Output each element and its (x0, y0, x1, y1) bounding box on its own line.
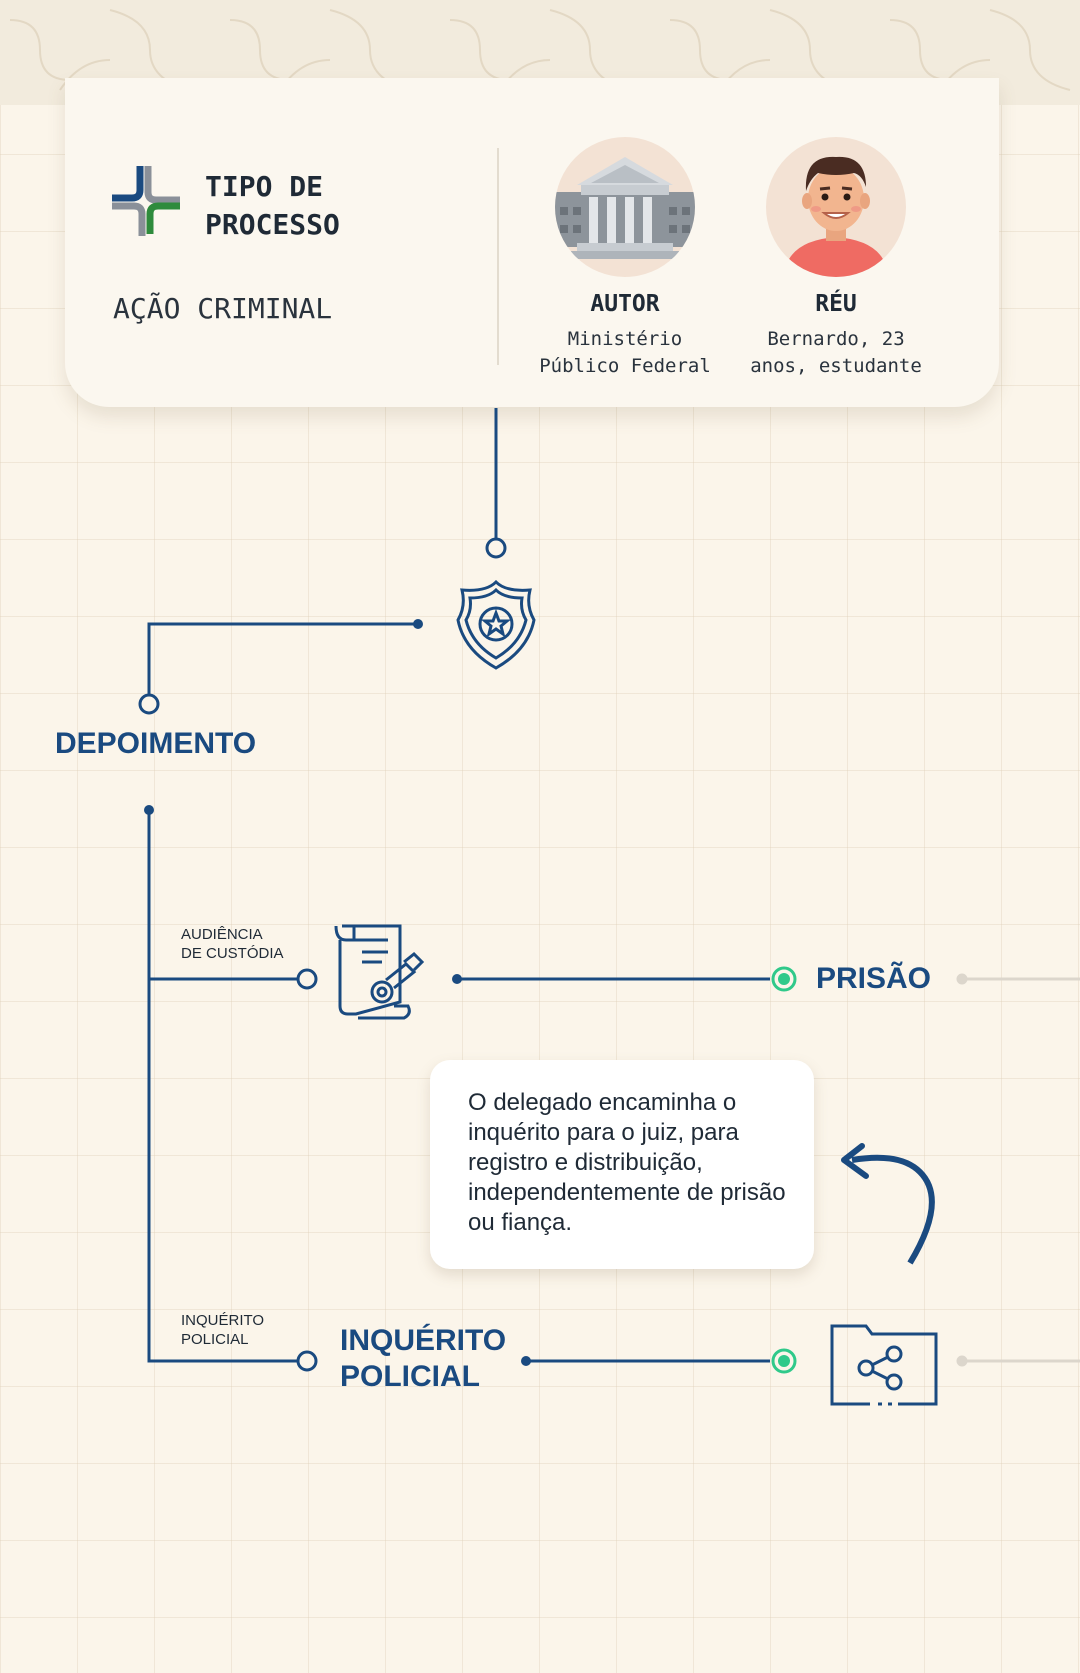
process-type-value: AÇÃO CRIMINAL (113, 292, 333, 325)
defendant-description: Bernardo, 23 anos, estudante (750, 328, 922, 377)
faded-dot-prisao (956, 973, 968, 985)
prisao-title: PRISÃO (816, 962, 932, 995)
node-depoimento (138, 693, 160, 715)
courthouse-icon (555, 157, 695, 259)
police-badge-icon (456, 579, 536, 670)
defendant-avatar-icon (784, 156, 888, 277)
author-role: AUTOR (590, 291, 660, 317)
card-divider (497, 148, 499, 365)
green-node-inquerito (771, 1348, 797, 1374)
defendant-role: RÉU (815, 291, 857, 317)
courthouse-avatar (555, 137, 695, 277)
dot-inquerito-start (521, 1356, 531, 1366)
inquerito-label: INQUÉRITO POLICIAL (181, 1312, 265, 1348)
callout-text: O delegado encaminha o inquérito para o … (468, 1089, 786, 1236)
depoimento-title: DEPOIMENTO (55, 727, 257, 760)
author-description: Ministério Público Federal (539, 328, 711, 377)
dot-prisao-start (452, 974, 462, 984)
dot-timeline-start (144, 805, 154, 815)
decorative-pattern (9, 9, 1071, 91)
audiencia-label: AUDIÊNCIA DE CUSTÓDIA (181, 926, 284, 962)
node-badge-top (485, 537, 507, 559)
info-callout: O delegado encaminha o inquérito para o … (430, 1060, 814, 1269)
curved-arrow-icon (841, 1143, 935, 1265)
inquerito-title: INQUÉRITO POLICIAL (340, 1324, 507, 1393)
connector-badge-to-depoimento (147, 622, 418, 695)
node-audiencia (296, 968, 318, 990)
process-type-title: TIPO DE PROCESSO (205, 170, 340, 241)
green-node-prisao (771, 966, 797, 992)
process-card: TIPO DE PROCESSO AÇÃO CRIMINAL AUTOR Min… (65, 78, 999, 407)
dot-badge-left (413, 619, 423, 629)
node-inquerito (296, 1350, 318, 1372)
faded-dot-inquerito (956, 1355, 968, 1367)
shared-folder-icon (830, 1324, 938, 1406)
logo-icon (112, 166, 180, 236)
custody-document-icon (334, 924, 425, 1020)
connector-inquerito (147, 1359, 298, 1363)
defendant-avatar (766, 137, 906, 277)
